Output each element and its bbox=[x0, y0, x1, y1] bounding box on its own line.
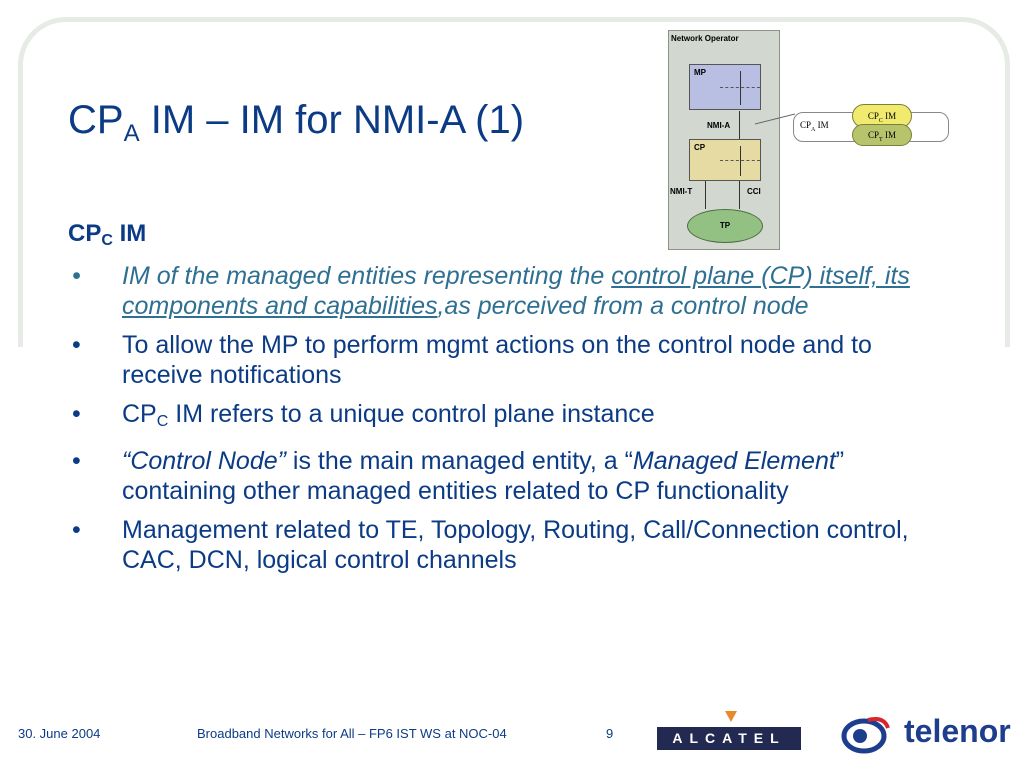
bullet-dot: • bbox=[72, 447, 81, 475]
cci-label: CCI bbox=[747, 187, 761, 196]
mp-dash bbox=[720, 87, 760, 88]
page-number: 9 bbox=[606, 726, 614, 741]
cp-t-im-cloud: CPT IM bbox=[852, 124, 912, 146]
alcatel-accent-icon bbox=[725, 711, 737, 722]
bullet-item: • Management related to TE, Topology, Ro… bbox=[72, 516, 909, 574]
underlined-text: control plane (CP) itself, its component… bbox=[122, 262, 910, 320]
slide-title: CPA IM – IM for NMI-A (1) bbox=[68, 100, 524, 146]
bullet-item: • “Control Node” is the main managed ent… bbox=[72, 447, 845, 505]
bullet-item: • To allow the MP to perform mgmt action… bbox=[72, 331, 872, 389]
mp-label: MP bbox=[694, 68, 706, 77]
title-main: CP bbox=[68, 98, 124, 142]
tp-ellipse: TP bbox=[687, 209, 763, 243]
footer-date: 30. June 2004 bbox=[18, 726, 101, 741]
cp-box: CP bbox=[689, 139, 761, 181]
bullet-item: • IM of the managed entities representin… bbox=[72, 262, 910, 320]
diagram-title: Network Operator bbox=[671, 34, 739, 43]
section-heading: CPC IM bbox=[68, 220, 147, 249]
title-subscript: A bbox=[123, 120, 140, 147]
architecture-diagram: Network Operator MP NMI-A CP NMI-T CCI T… bbox=[668, 30, 780, 250]
footer-title: Broadband Networks for All – FP6 IST WS … bbox=[197, 726, 507, 741]
bullet-item: • CPC IM refers to a unique control plan… bbox=[72, 400, 655, 430]
cp-dash bbox=[720, 160, 760, 161]
alcatel-logo: ALCATEL bbox=[657, 727, 801, 750]
slide-frame bbox=[18, 17, 1010, 347]
cp-label: CP bbox=[694, 143, 706, 152]
callout-connector bbox=[755, 113, 795, 125]
mp-box: MP bbox=[689, 64, 761, 110]
bullet-dot: • bbox=[72, 331, 81, 359]
bullet-list: • IM of the managed entities representin… bbox=[68, 261, 928, 575]
nmi-t-arrow bbox=[705, 181, 706, 209]
nmi-a-arrow bbox=[739, 111, 740, 139]
title-rest: IM – IM for NMI-A (1) bbox=[139, 98, 525, 142]
mp-arrow bbox=[740, 71, 741, 105]
cp-arrow bbox=[740, 146, 741, 176]
cci-arrow bbox=[739, 181, 740, 209]
bullet-dot: • bbox=[72, 516, 81, 544]
bullet-dot: • bbox=[72, 262, 81, 290]
slide-content: CPC IM • IM of the managed entities repr… bbox=[68, 220, 928, 575]
nmi-a-label: NMI-A bbox=[707, 121, 731, 130]
bullet-dot: • bbox=[72, 400, 81, 428]
callout-label: CPA IM bbox=[800, 120, 829, 133]
telenor-logo: telenor bbox=[904, 713, 1011, 749]
telenor-swirl-icon bbox=[841, 717, 890, 754]
nmi-t-label: NMI-T bbox=[670, 187, 693, 196]
